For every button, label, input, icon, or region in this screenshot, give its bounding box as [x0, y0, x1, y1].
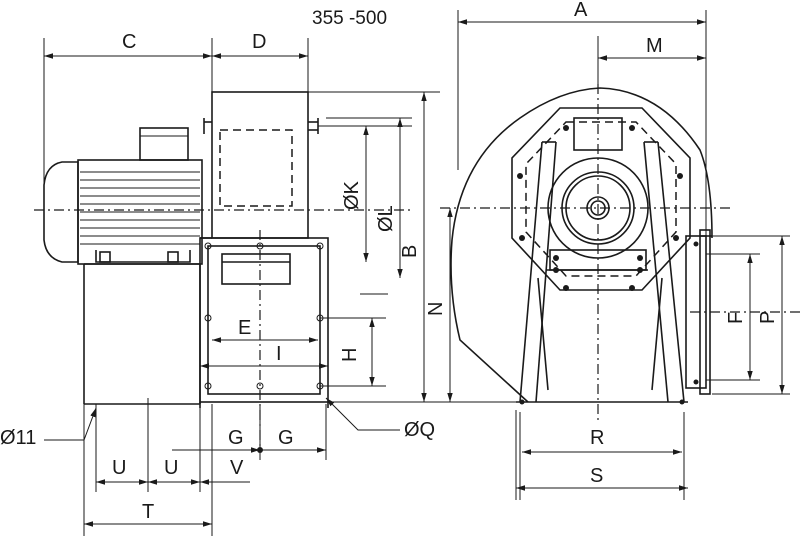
label-D: D — [252, 31, 266, 53]
label-Q: ØQ — [404, 419, 435, 441]
label-P: P — [757, 311, 779, 324]
fan-housing-side — [200, 91, 319, 239]
label-I: I — [276, 343, 282, 365]
label-B: B — [399, 245, 421, 258]
front-view — [440, 84, 800, 420]
label-M: M — [646, 35, 663, 57]
support-legs — [516, 141, 688, 403]
label-A: A — [574, 0, 588, 21]
frame — [199, 237, 329, 408]
label-G-left: G — [228, 427, 244, 449]
label-K: ØK — [341, 180, 363, 210]
octagon-bolts — [517, 125, 685, 405]
title-series: 355 -500 — [312, 8, 387, 29]
label-C: C — [122, 31, 136, 53]
label-L: ØL — [375, 205, 397, 232]
label-H: H — [339, 348, 361, 362]
label-N: N — [425, 302, 447, 316]
label-U-right: U — [164, 457, 178, 479]
label-S: S — [590, 465, 603, 487]
dimension-labels: 355 -500 C D A M ØK ØL B N F P E I H G G… — [0, 0, 779, 523]
pedestal — [83, 264, 201, 405]
motor — [43, 127, 203, 265]
side-view — [34, 91, 410, 450]
dimension-lines — [43, 10, 790, 536]
label-hole-diameter: Ø11 — [0, 427, 36, 449]
label-T: T — [142, 501, 154, 523]
label-R: R — [590, 427, 604, 449]
label-E: E — [238, 317, 251, 339]
label-F: F — [725, 312, 747, 324]
label-U-left: U — [112, 457, 126, 479]
label-G-right: G — [278, 427, 294, 449]
label-V: V — [230, 457, 244, 479]
